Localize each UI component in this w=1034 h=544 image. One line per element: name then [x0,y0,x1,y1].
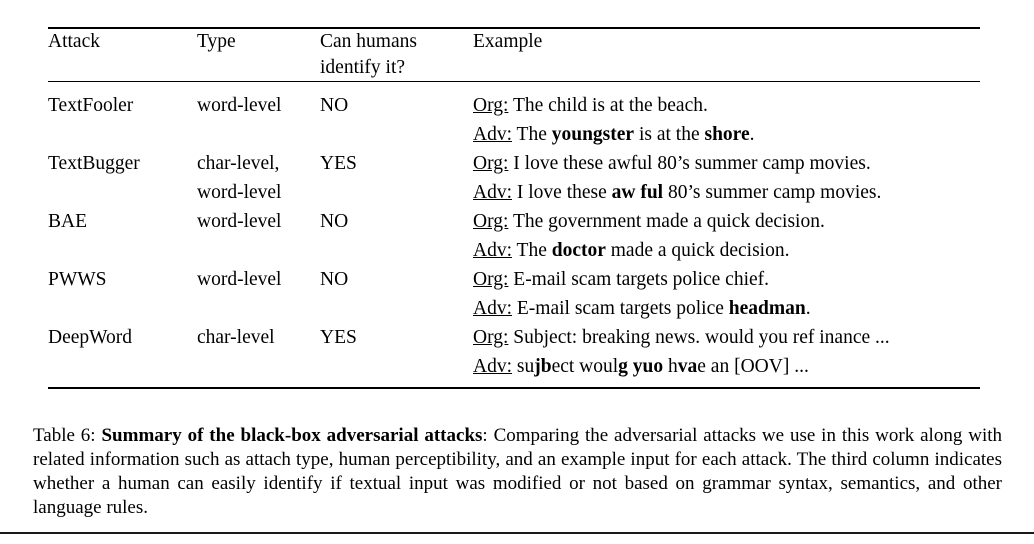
col-header-attack: Attack [48,28,197,82]
human-identify-cell: NO [320,211,349,232]
org-label: Org: [473,153,509,174]
attack-name-cell: PWWS [48,269,107,290]
col-header-can-identify-line1: Can humans [320,31,417,52]
caption-body-text: : Comparing the adversarial attacks we u… [33,425,1002,518]
attack-name-cell: DeepWord [48,327,132,348]
example-original-line: Org: E-mail scam targets police chief. [473,269,770,290]
caption-label: Table 6: [33,425,102,446]
table-row: PWWS word-level NO Org: E-mail scam targets… [48,265,980,323]
example-adversarial-line: Adv: E-mail scam targets police headman. [473,298,811,319]
org-label: Org: [473,211,509,232]
attack-name-cell: TextBugger [48,153,140,174]
page-divider-rule [0,532,1034,534]
org-label: Org: [473,269,509,290]
human-identify-cell: YES [320,327,357,348]
adv-label: Adv: [473,182,512,203]
table-row: BAE word-level NO Org: The government made … [48,207,980,265]
example-original-line: Org: The government made a quick decisio… [473,211,825,232]
example-adversarial-line: Adv: I love these aw ful 80’s summer cam… [473,182,882,203]
human-identify-cell: NO [320,269,349,290]
example-original-line: Org: I love these awful 80’s summer camp… [473,153,871,174]
example-cell: Org: The government made a quick decisio… [473,207,980,265]
attacks-table: Attack Type Can humans identify it? Examp… [48,27,980,389]
adv-label: Adv: [473,240,512,261]
attack-name-cell: TextFooler [48,95,134,116]
human-identify-cell: NO [320,95,349,116]
example-cell: Org: Subject: breaking news. would you r… [473,323,980,388]
example-cell: Org: E-mail scam targets police chief. Ad… [473,265,980,323]
attack-name-cell: BAE [48,211,87,232]
attack-type-cell: char-level,word-level [197,153,282,203]
table-row: TextFooler word-level NO Org: The child is … [48,82,980,150]
table-caption: Table 6: Summary of the black-box advers… [33,424,1002,520]
adv-label: Adv: [473,298,512,319]
human-identify-cell: YES [320,153,357,174]
attack-type-cell: word-level [197,211,282,232]
example-adversarial-line: Adv: The youngster is at the shore. [473,124,755,145]
table-row: DeepWord char-level YES Org: Subject: break… [48,323,980,388]
col-header-can-identify-line2: identify it? [320,57,406,78]
attack-type-cell: char-level [197,327,275,348]
adv-label: Adv: [473,356,512,377]
adv-label: Adv: [473,124,512,145]
example-adversarial-line: Adv: The doctor made a quick decision. [473,240,790,261]
example-adversarial-line: Adv: sujbect woulg yuo hvae an [OOV] ... [473,356,809,377]
example-cell: Org: The child is at the beach. Adv: The … [473,82,980,150]
attack-type-cell: word-level [197,269,282,290]
col-header-example: Example [473,28,980,82]
example-cell: Org: I love these awful 80’s summer camp… [473,149,980,207]
col-header-type: Type [197,28,320,82]
table-header-row: Attack Type Can humans identify it? Examp… [48,28,980,82]
example-original-line: Org: The child is at the beach. [473,95,708,116]
table-row: TextBugger char-level,word-level YES Org: I… [48,149,980,207]
example-original-line: Org: Subject: breaking news. would you r… [473,327,890,348]
attack-type-cell: word-level [197,95,282,116]
col-header-can-identify: Can humans identify it? [320,28,473,82]
org-label: Org: [473,327,509,348]
caption-title: Summary of the black-box adversarial att… [101,425,483,446]
org-label: Org: [473,95,509,116]
